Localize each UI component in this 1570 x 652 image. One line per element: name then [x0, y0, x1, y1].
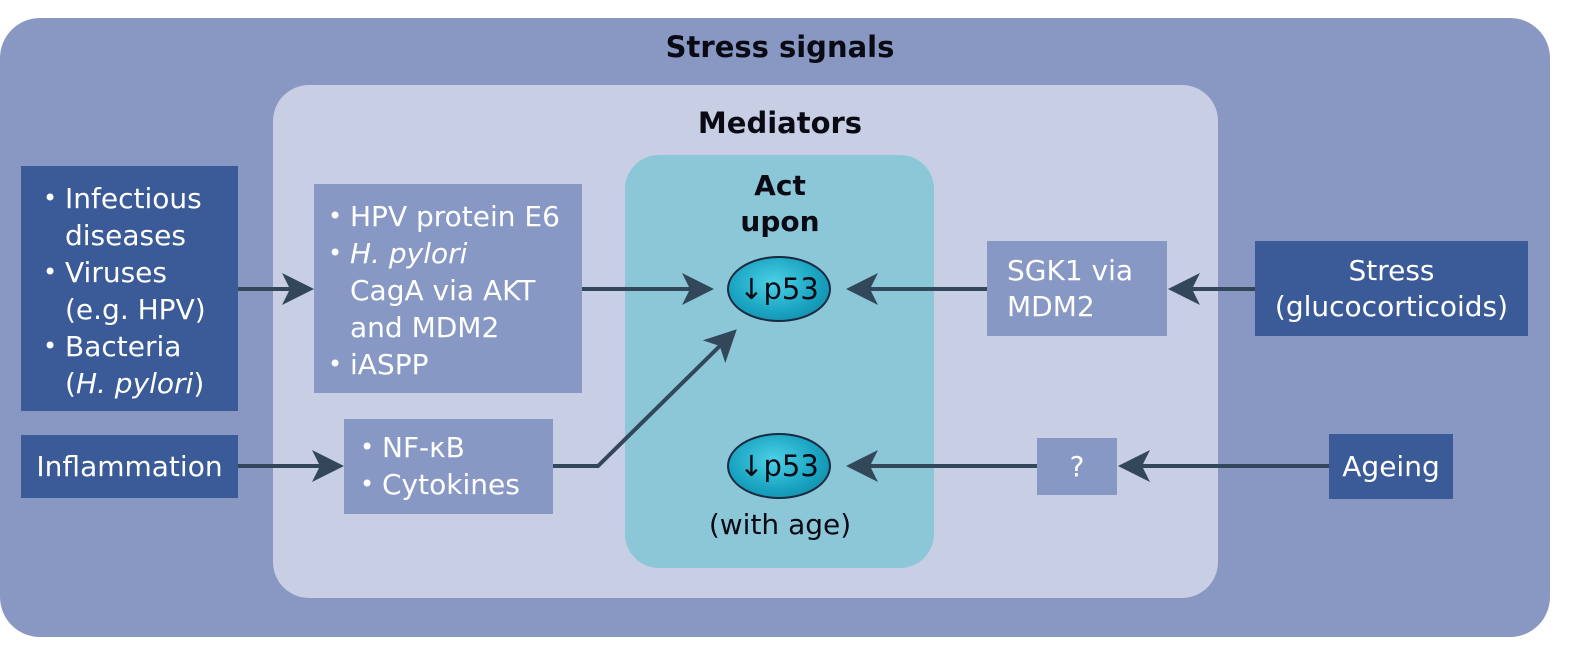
list-item: • HPV protein E6 [328, 200, 560, 233]
hpv-mediators-box: • HPV protein E6 • H. pylori CagA via AK… [314, 184, 582, 393]
stress-signals-title: Stress signals [665, 30, 895, 64]
nfkb-mediators-box: •NF-κB •Cytokines [344, 419, 553, 514]
list-item: • Infectious diseases [43, 182, 202, 252]
inflammation-box: Inflammation [21, 435, 238, 498]
list-item: • Viruses (e.g. HPV) [43, 256, 206, 326]
act-upon-title: Act upon [680, 168, 880, 240]
list-item: • iASPP [328, 348, 429, 381]
infection-sources-list: • Infectious diseases • Viruses (e.g. HP… [41, 180, 232, 402]
with-age-label: (with age) [708, 508, 852, 541]
ageing-source-box: Ageing [1329, 434, 1453, 499]
nfkb-mediators-list: •NF-κB •Cytokines [358, 429, 549, 503]
stress-source-box: Stress (glucocorticoids) [1255, 241, 1528, 336]
list-item: •Cytokines [360, 468, 520, 501]
list-item: •NF-κB [360, 431, 465, 464]
act-upon-title-line1: Act [754, 169, 806, 202]
unknown-mediator-box: ? [1037, 438, 1117, 495]
act-upon-title-line2: upon [740, 205, 820, 238]
hpv-mediators-list: • HPV protein E6 • H. pylori CagA via AK… [326, 198, 578, 383]
act-upon-panel [625, 155, 934, 568]
arrow-nfkb-to-p53 [553, 329, 737, 468]
list-item: • H. pylori CagA via AKT and MDM2 [328, 237, 536, 344]
sgk1-mediator-box: SGK1 via MDM2 [987, 241, 1167, 336]
p53-decrease-with-age-node: ↓p53 [727, 433, 831, 499]
infection-sources-box: • Infectious diseases • Viruses (e.g. HP… [21, 166, 238, 411]
list-item: • Bacteria (H. pylori) [43, 330, 205, 400]
p53-decrease-node: ↓p53 [727, 256, 831, 322]
mediators-title: Mediators [697, 106, 863, 140]
